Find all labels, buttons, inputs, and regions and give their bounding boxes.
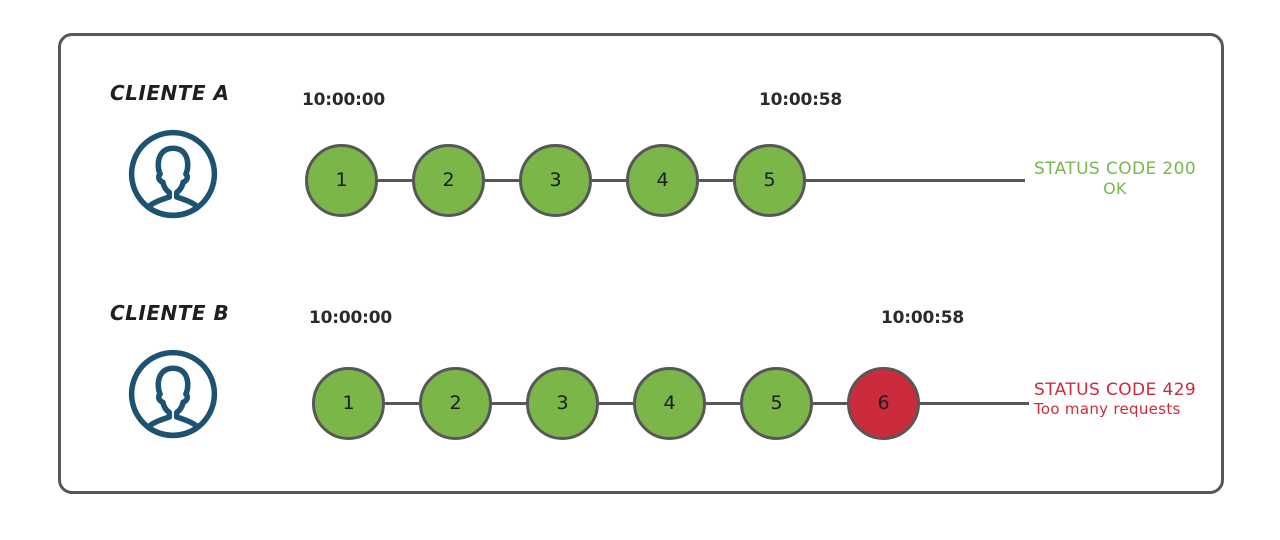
client-b-label: CLIENTE B: [110, 301, 230, 325]
connector-a-2-3: [485, 179, 519, 182]
connector-b-4-5: [706, 402, 740, 405]
connector-a-1-2: [378, 179, 412, 182]
request-node-number: 5: [763, 169, 776, 191]
status-message-line: Too many requests: [1034, 399, 1181, 418]
status-message-line: OK: [1103, 178, 1127, 198]
request-node[interactable]: 1: [305, 144, 378, 217]
request-node[interactable]: 4: [626, 144, 699, 217]
connector-b-2-3: [492, 402, 526, 405]
tail-line-a: [806, 179, 1025, 182]
request-node-number: 2: [442, 169, 455, 191]
request-node[interactable]: 3: [519, 144, 592, 217]
status-code-line: STATUS CODE 429: [1034, 380, 1197, 400]
connector-b-3-4: [599, 402, 633, 405]
tail-line-b: [920, 402, 1029, 405]
client-a-timestamp-start: 10:00:00: [302, 90, 385, 110]
request-node-rate-limited[interactable]: 6: [847, 367, 920, 440]
request-node[interactable]: 1: [312, 367, 385, 440]
client-b-timestamp-start: 10:00:00: [309, 308, 392, 328]
status-badge-b: STATUS CODE 429 Too many requests: [1034, 380, 1234, 418]
request-node-number: 5: [770, 392, 783, 414]
connector-b-1-2: [385, 402, 419, 405]
client-a-label: CLIENTE A: [110, 81, 230, 105]
request-node-number: 4: [663, 392, 676, 414]
client-a-timestamp-end: 10:00:58: [759, 90, 842, 110]
connector-a-4-5: [699, 179, 733, 182]
request-node-number: 3: [549, 169, 562, 191]
client-b-timestamp-end: 10:00:58: [881, 308, 964, 328]
request-node[interactable]: 2: [419, 367, 492, 440]
status-code-line: STATUS CODE 200: [1033, 159, 1197, 179]
request-node-number: 4: [656, 169, 669, 191]
request-node-number: 6: [877, 392, 890, 414]
request-node[interactable]: 4: [633, 367, 706, 440]
connector-b-5-6: [813, 402, 847, 405]
request-node[interactable]: 5: [740, 367, 813, 440]
diagram-panel: CLIENTE A 10:00:00 10:00:58 1 2: [58, 33, 1224, 494]
request-node[interactable]: 2: [412, 144, 485, 217]
connector-a-3-4: [592, 179, 626, 182]
request-node-number: 3: [556, 392, 569, 414]
request-node-number: 1: [335, 169, 348, 191]
user-avatar-icon: [127, 348, 219, 440]
status-badge-a: STATUS CODE 200 OK: [1025, 159, 1205, 198]
request-node[interactable]: 3: [526, 367, 599, 440]
request-node-number: 2: [449, 392, 462, 414]
request-node-number: 1: [342, 392, 355, 414]
user-avatar-icon: [127, 128, 219, 220]
request-node[interactable]: 5: [733, 144, 806, 217]
